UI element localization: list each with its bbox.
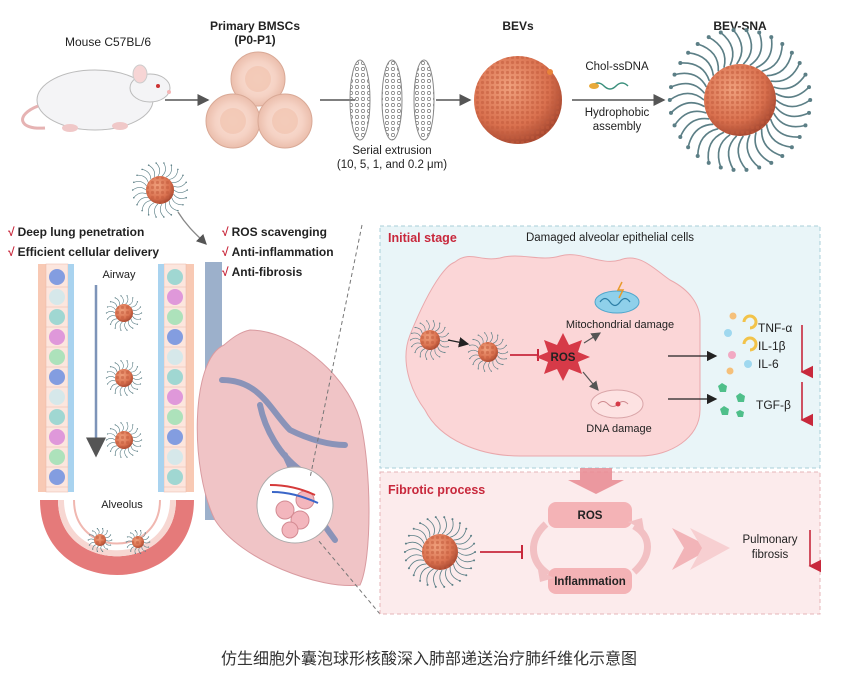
assembly-label: assembly: [593, 121, 642, 133]
alveolus-label: Alveolus: [101, 499, 143, 511]
bev-particle: [474, 56, 562, 144]
inflammation-label: Inflammation: [554, 576, 626, 588]
tgf-shapes: [718, 383, 745, 417]
svg-text:√ROS scavenging: √ROS scavenging: [222, 225, 327, 239]
arrow-ros-dna: [582, 371, 599, 391]
alveolus: Alveolus: [40, 499, 194, 575]
sna-entering-cell: [409, 320, 451, 360]
airway-panel: Airway: [38, 263, 194, 493]
figure-canvas: Mouse C57BL/6 Primary BMSCs (P0-P1) Seri…: [8, 19, 822, 615]
airway-label: Airway: [102, 269, 136, 281]
cycle-arrow-left: [530, 521, 551, 577]
chol-ssdna-label: Chol-ssDNA: [585, 61, 649, 73]
inflammation-box: [548, 568, 632, 594]
hydrophobic-label: Hydrophobic: [585, 107, 650, 119]
arrow-uptake: [447, 337, 470, 348]
cytokine-shapes: [724, 312, 758, 375]
sna-fibrotic: [403, 516, 477, 588]
fibrotic-process-title: Fibrotic process: [388, 483, 485, 497]
cholesterol-icon: [589, 83, 599, 89]
figure-caption: 仿生细胞外囊泡球形核酸深入肺部递送治疗肺纤维化示意图: [220, 649, 637, 668]
cycle-arrow-right: [631, 522, 651, 575]
mouse-label: Mouse C57BL/6: [65, 35, 151, 49]
tnf-alpha-label: TNF-α: [758, 321, 792, 335]
outcome-chevron-2: [690, 528, 730, 570]
il-6-label: IL-6: [758, 357, 779, 371]
bev-sna-label: BEV-SNA: [713, 19, 767, 33]
bmsc-title: Primary BMSCs: [210, 19, 300, 33]
svg-text:√Anti-inflammation: √Anti-inflammation: [222, 245, 334, 259]
benefits-left: √Deep lung penetration √Efficient cellul…: [8, 225, 159, 259]
extrusion-sizes: (10, 5, 1, and 0.2 μm): [337, 159, 447, 171]
ros-burst-icon: [536, 333, 590, 381]
initial-stage-title: Initial stage: [388, 231, 457, 245]
mitochondria-icon: [594, 281, 640, 314]
bevs-label: BEVs: [502, 19, 534, 33]
bev-sna-particle: [667, 28, 813, 172]
benefit-ros-scavenging: ROS scavenging: [232, 225, 327, 239]
svg-text:√Anti-fibrosis: √Anti-fibrosis: [222, 265, 303, 279]
stage-transition-arrow: [568, 468, 624, 494]
fibrotic-ros-label: ROS: [578, 510, 603, 522]
bmsc-subtitle: (P0-P1): [234, 33, 275, 47]
benefit-cellular-delivery: Efficient cellular delivery: [18, 245, 160, 259]
benefit-anti-inflammation: Anti-inflammation: [232, 245, 334, 259]
ros-box: [548, 502, 632, 528]
bmsc-cells: [205, 51, 313, 149]
benefits-right: √ROS scavenging √Anti-inflammation √Anti…: [222, 225, 334, 279]
outcome-chevron: [672, 528, 712, 570]
pulmonary-label: Pulmonary: [743, 534, 798, 546]
extrusion-label: Serial extrusion: [352, 145, 431, 157]
benefit-deep-lung: Deep lung penetration: [18, 225, 145, 239]
arrow-into-lung: [177, 211, 207, 245]
mouse-illustration: [21, 64, 171, 132]
sna-delivery-particle: [131, 162, 189, 218]
nucleus-icon: [590, 389, 644, 419]
sna-in-cytoplasm: [467, 332, 509, 372]
damaged-cells-label: Damaged alveolar epithelial cells: [526, 232, 694, 244]
fibrosis-label: fibrosis: [752, 549, 789, 561]
svg-text:√Deep lung penetration: √Deep lung penetration: [8, 225, 144, 239]
dna-damage-label: DNA damage: [586, 423, 651, 435]
extrusion-membranes: [349, 59, 435, 141]
arrow-ros-mito: [583, 332, 602, 344]
tgf-beta-label: TGF-β: [756, 398, 791, 412]
zoom-line-top: [309, 224, 363, 479]
il-1beta-label: IL-1β: [758, 339, 786, 353]
ros-label: ROS: [551, 352, 576, 364]
svg-text:√Efficient cellular delivery: √Efficient cellular delivery: [8, 245, 159, 259]
mitochondrial-damage-label: Mitochondrial damage: [566, 319, 674, 331]
ssdna-strand-icon: [591, 82, 629, 90]
benefit-anti-fibrosis: Anti-fibrosis: [232, 265, 303, 279]
lung-illustration: [196, 262, 370, 587]
zoom-line-bottom: [317, 539, 381, 615]
